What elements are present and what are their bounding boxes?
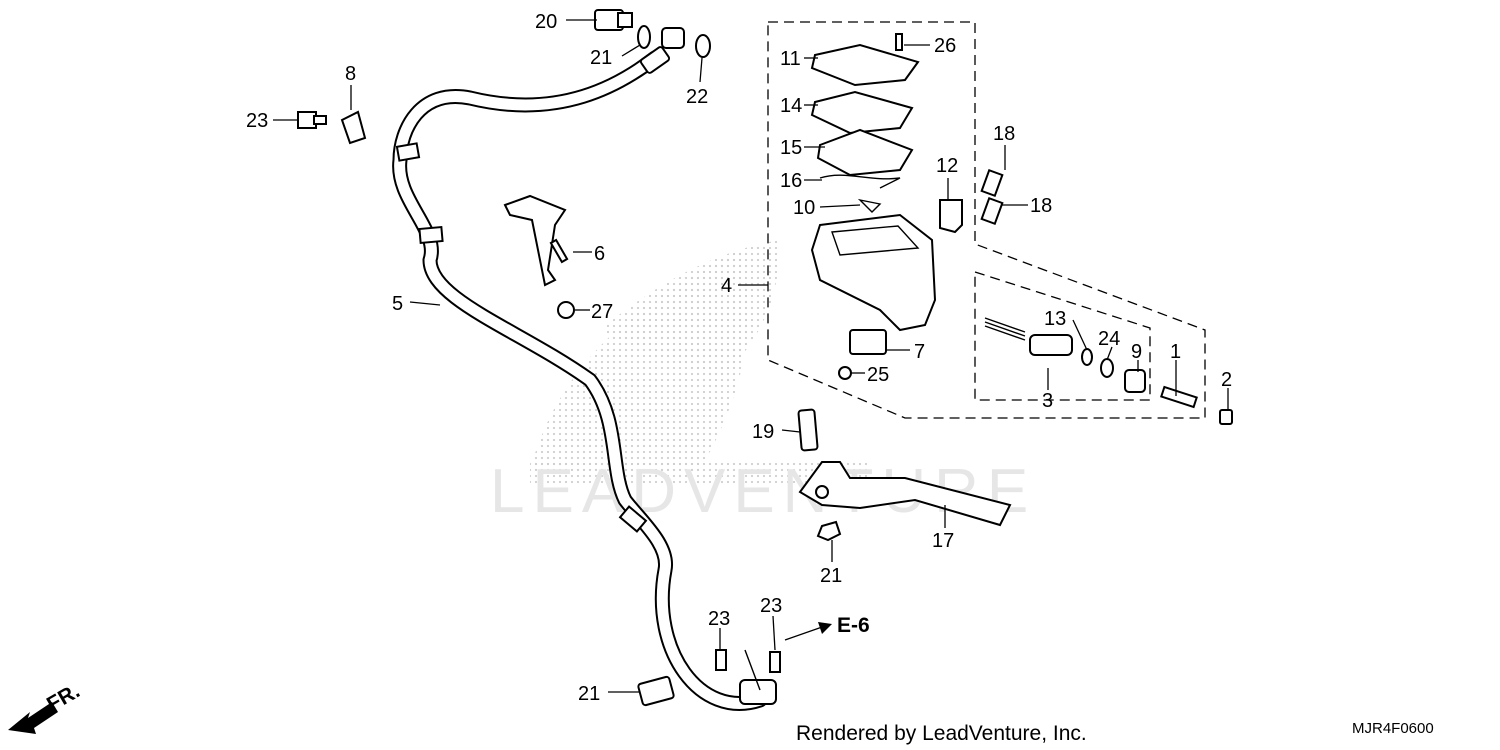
circlip-24 [1100, 358, 1114, 378]
callout-24: 24 [1098, 328, 1120, 350]
callout-14: 14 [780, 95, 802, 117]
callout-21-top: 20 [535, 11, 557, 33]
callout-23-top-right: 22 [686, 86, 708, 108]
callout-23-top-left: 21 [590, 47, 612, 69]
callout-22: 21 [820, 565, 842, 587]
callout-19: 19 [752, 421, 774, 443]
front-arrow-icon [8, 702, 58, 734]
callouts: 20 21 22 8 23 6 27 5 4 11 26 14 15 16 10… [246, 11, 1232, 705]
watermark: LEADVENTURE [490, 240, 1028, 526]
reference-arrow [784, 622, 832, 641]
boot-9 [1124, 369, 1146, 393]
callout-12: 12 [936, 155, 958, 177]
callout-13: 13 [1044, 308, 1066, 330]
push-rod-1 [1160, 385, 1198, 409]
cap-screw-25 [895, 33, 903, 51]
holder-bolt-18-lower [980, 196, 1004, 226]
screw-26 [838, 366, 852, 380]
sealing-washer-bottom-left [715, 649, 727, 671]
reference-label: E-6 [837, 614, 870, 637]
hose-clamp-stay [503, 194, 567, 287]
reservoir-cap [810, 43, 920, 87]
callout-18-lower: 18 [1030, 195, 1052, 217]
watermark-wing-shape-2 [600, 240, 780, 380]
diaphragm [816, 128, 914, 177]
flange-bolt-20 [297, 111, 327, 129]
banjo-bolt-top [594, 9, 633, 31]
callout-20: 23 [246, 110, 268, 132]
master-cylinder-assembly-outline [767, 21, 1206, 419]
banjo-bolt-bottom [637, 675, 675, 707]
cap-2 [1219, 409, 1233, 425]
clutch-switch [849, 329, 887, 355]
callout-25: 26 [934, 35, 956, 57]
cup-13 [1081, 348, 1093, 366]
leader-lines [273, 19, 1229, 693]
sealing-washer-bottom-right [769, 651, 781, 673]
banjo-fitting-top [661, 27, 685, 49]
clutch-hose [392, 46, 777, 711]
sealing-washer-top-left [637, 25, 651, 49]
callout-5: 5 [392, 293, 403, 315]
clutch-lever [798, 461, 1012, 527]
callout-6: 6 [594, 243, 605, 265]
float-spring [819, 174, 901, 189]
master-cylinder-body [810, 213, 937, 332]
hose-guide-clip [340, 110, 367, 145]
holder-bolt-18-upper [980, 168, 1004, 198]
piston [1029, 334, 1073, 356]
diagram-code: MJR4F0600 [1352, 720, 1434, 737]
piston-set-outline [974, 271, 1151, 401]
callout-8: 8 [345, 63, 356, 85]
piston-spring [984, 317, 1026, 341]
pivot-nut [816, 520, 842, 542]
callout-3: 3 [1042, 390, 1053, 412]
callout-26: 25 [867, 364, 889, 386]
credit-text: Rendered by LeadVenture, Inc. [796, 722, 1087, 745]
callout-21-bottom: 21 [578, 683, 600, 705]
callout-23-bottom-right: 23 [760, 595, 782, 617]
callout-15: 15 [780, 137, 802, 159]
callout-16: 16 [780, 170, 802, 192]
screw-27 [557, 301, 575, 319]
callout-10: 10 [793, 197, 815, 219]
callout-4: 4 [721, 275, 732, 297]
pivot-bolt [797, 408, 819, 452]
callout-11: 11 [780, 48, 801, 70]
callout-7: 7 [914, 341, 925, 363]
spring-pin-6 [549, 238, 569, 264]
master-cylinder-holder [939, 199, 963, 234]
callout-2: 2 [1221, 369, 1232, 391]
callout-18-upper: 18 [993, 123, 1015, 145]
sealing-washer-top-right [695, 34, 711, 58]
cap-plate [810, 90, 914, 135]
callout-9: 9 [1131, 341, 1142, 363]
protector-10 [857, 198, 882, 213]
callout-23-bottom-left: 23 [708, 608, 730, 630]
callout-17: 17 [932, 530, 954, 552]
callout-1: 1 [1170, 341, 1181, 363]
callout-27: 27 [591, 301, 613, 323]
